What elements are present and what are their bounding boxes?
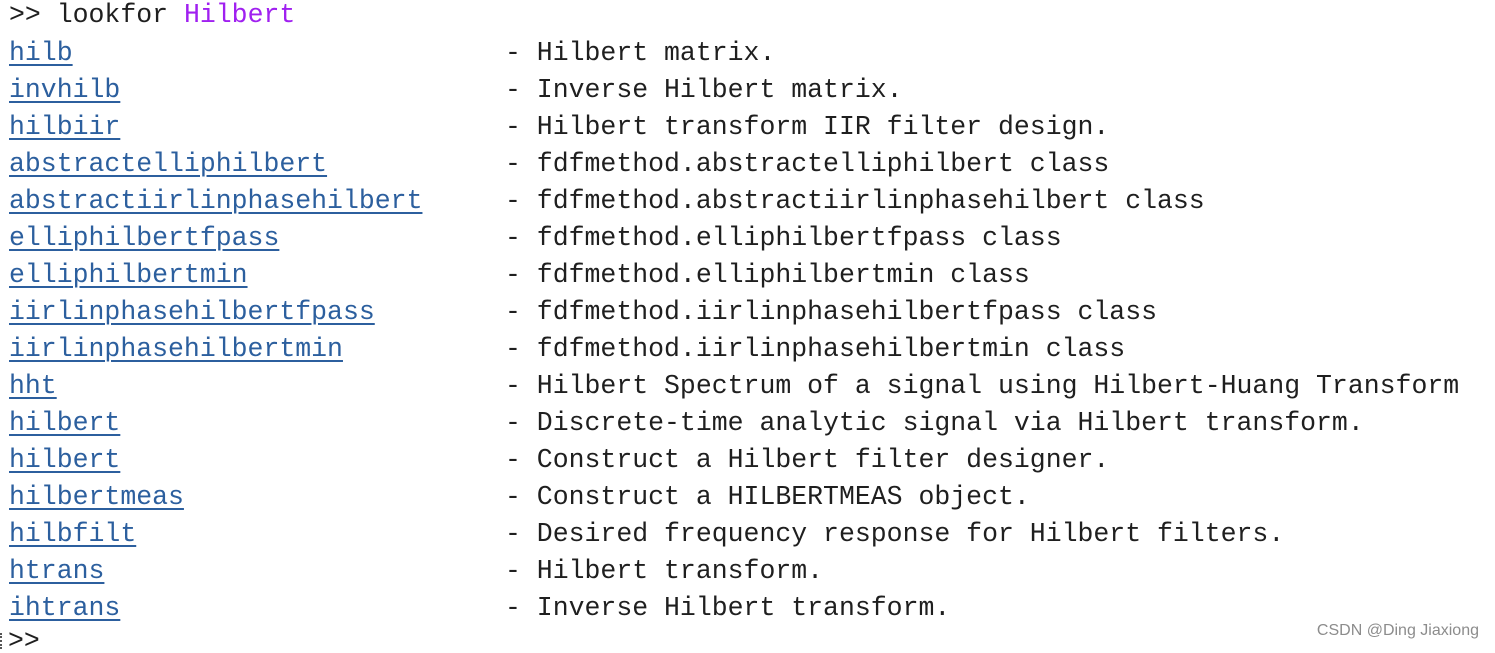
result-row: hilbiir - Hilbert transform IIR filter de… — [9, 109, 1489, 146]
function-link[interactable]: iirlinphasehilbertfpass — [9, 297, 375, 327]
result-row: hilbfilt - Desired frequency response for… — [9, 516, 1489, 553]
function-description: - fdfmethod.elliphilbertmin class — [505, 260, 1030, 290]
function-description: - Construct a Hilbert filter designer. — [505, 445, 1110, 475]
function-description: - Construct a HILBERTMEAS object. — [505, 482, 1030, 512]
function-description: - fdfmethod.elliphilbertfpass class — [505, 223, 1062, 253]
function-link[interactable]: hilb — [9, 38, 73, 68]
function-link[interactable]: hilbert — [9, 408, 121, 438]
function-link[interactable]: invhilb — [9, 75, 121, 105]
result-row: hilb - Hilbert matrix. — [9, 35, 1489, 72]
function-description: - fdfmethod.iirlinphasehilbertfpass clas… — [505, 297, 1158, 327]
function-link[interactable]: htrans — [9, 556, 105, 586]
function-link[interactable]: iirlinphasehilbertmin — [9, 334, 343, 364]
prompt-symbol: >> — [8, 626, 40, 653]
function-description: - fdfmethod.abstractelliphilbert class — [505, 149, 1110, 179]
result-row: elliphilbertfpass - fdfmethod.elliphilber… — [9, 220, 1489, 257]
function-description: - fdfmethod.abstractiirlinphasehilbert c… — [505, 186, 1205, 216]
result-row: ihtrans - Inverse Hilbert transform. — [9, 590, 1489, 627]
input-prompt[interactable]: >> — [0, 623, 40, 653]
result-row: htrans - Hilbert transform. — [9, 553, 1489, 590]
function-link[interactable]: elliphilbertmin — [9, 260, 248, 290]
function-link[interactable]: abstractelliphilbert — [9, 149, 328, 179]
function-link[interactable]: ihtrans — [9, 593, 121, 623]
function-description: - fdfmethod.iirlinphasehilbertmin class — [505, 334, 1126, 364]
function-link[interactable]: hht — [9, 371, 57, 401]
command-name: lookfor — [56, 0, 169, 30]
result-row: iirlinphasehilbertmin - fdfmethod.iirlinp… — [9, 331, 1489, 368]
function-link[interactable]: abstractiirlinphasehilbert — [9, 186, 423, 216]
result-row: elliphilbertmin - fdfmethod.elliphilbertm… — [9, 257, 1489, 294]
function-link[interactable]: elliphilbertfpass — [9, 223, 280, 253]
result-row: iirlinphasehilbertfpass - fdfmethod.iirli… — [9, 294, 1489, 331]
function-description: - Desired frequency response for Hilbert… — [505, 519, 1285, 549]
function-description: - Discrete-time analytic signal via Hilb… — [505, 408, 1364, 438]
result-row: hilbert - Construct a Hilbert filter desi… — [9, 442, 1489, 479]
result-row: hilbertmeas - Construct a HILBERTMEAS obj… — [9, 479, 1489, 516]
function-link[interactable]: hilbfilt — [9, 519, 137, 549]
function-description: - Inverse Hilbert transform. — [505, 593, 951, 623]
function-link[interactable]: hilbiir — [9, 112, 121, 142]
function-link[interactable]: hilbertmeas — [9, 482, 184, 512]
watermark: CSDN @Ding Jiaxiong — [1316, 622, 1479, 639]
cursor-marker-icon — [0, 633, 6, 649]
result-row: hilbert - Discrete-time analytic signal v… — [9, 405, 1489, 442]
function-description: - Hilbert Spectrum of a signal using Hil… — [505, 371, 1460, 401]
command-line: >> lookfor Hilbert — [9, 0, 295, 34]
result-row: abstractelliphilbert - fdfmethod.abstract… — [9, 146, 1489, 183]
function-description: - Hilbert transform IIR filter design. — [505, 112, 1110, 142]
function-description: - Hilbert transform. — [505, 556, 824, 586]
function-link[interactable]: hilbert — [9, 445, 121, 475]
result-row: hht - Hilbert Spectrum of a signal using … — [9, 368, 1489, 405]
result-row: invhilb - Inverse Hilbert matrix. — [9, 72, 1489, 109]
prompt-symbol: >> — [9, 0, 41, 30]
result-row: abstractiirlinphasehilbert - fdfmethod.ab… — [9, 183, 1489, 220]
function-description: - Inverse Hilbert matrix. — [505, 75, 903, 105]
command-argument: Hilbert — [183, 0, 296, 30]
function-description: - Hilbert matrix. — [505, 38, 776, 68]
